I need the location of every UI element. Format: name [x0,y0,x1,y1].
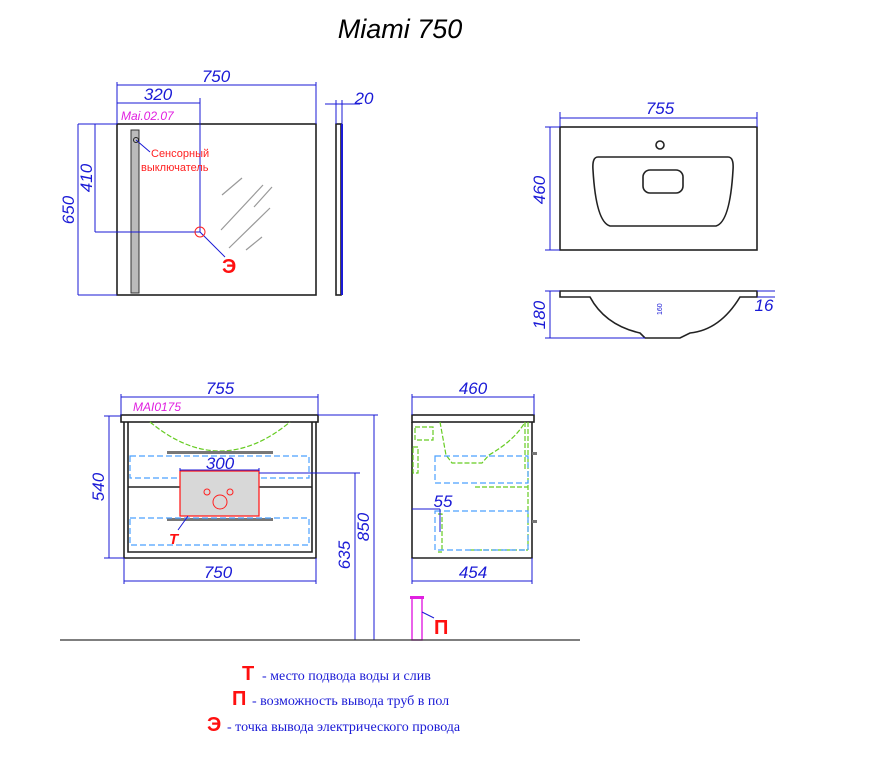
sink-top-view: 755 460 [530,99,758,251]
zone-height: 635 [335,540,354,569]
total-height: 850 [354,512,373,541]
mirror-outline [116,123,317,296]
socket-mark: Э [222,256,236,278]
floor-pipe [411,597,423,641]
legend-symbol-p: П [232,688,246,710]
side-offset: 55 [434,492,453,511]
cabinet-model: MAI0175 [133,400,181,414]
cabinet-side-view: 460 454 55 П [410,379,537,641]
mirror-height: 650 [59,195,78,224]
sink-width: 755 [646,99,675,118]
side-depth: 460 [459,379,488,398]
switch-label: Сенсорный [151,148,209,160]
switch-label-2: выключатель [141,162,209,174]
sink-rim: 16 [755,296,774,315]
cabinet-height: 540 [89,472,108,501]
mirror-width: 750 [202,67,231,86]
water-mark: T [169,531,180,548]
bowl-depth: 160 [657,303,664,315]
sink-depth: 460 [530,175,549,204]
mirror-reflection [220,177,273,251]
legend-symbol-e: Э [207,714,221,736]
mirror-led-stripe [130,129,140,294]
mirror-front-view: 750 320 Mai.02.07 650 410 Сенсорный выкл… [59,67,317,296]
socket-height: 410 [77,163,96,192]
legend: T - место подвода воды и слив П - возмож… [207,663,461,736]
mirror-depth: 20 [354,89,374,108]
drawing-title: Miami 750 [338,14,463,44]
cabinet-top-width: 755 [206,379,235,398]
legend-text-e: - точка вывода электрического провода [227,720,461,735]
legend-symbol-t: T [242,663,254,685]
mirror-side-view: 20 [325,89,374,296]
legend-text-t: - место подвода воды и слив [262,669,431,684]
cabinet-body-width: 750 [204,563,233,582]
mirror-model: Mai.02.07 [121,109,175,123]
sink-height: 180 [530,300,549,329]
floor-mark: П [434,617,448,639]
cabinet-front-view: 755 MAI0175 300 750 540 635 850 T [89,379,378,640]
legend-text-p: - возможность вывода труб в пол [252,694,449,709]
zone-width: 300 [206,454,235,473]
side-body-depth: 454 [459,563,487,582]
sink-side-view: 180 16 160 [530,290,775,339]
mirror-offset: 320 [144,85,173,104]
